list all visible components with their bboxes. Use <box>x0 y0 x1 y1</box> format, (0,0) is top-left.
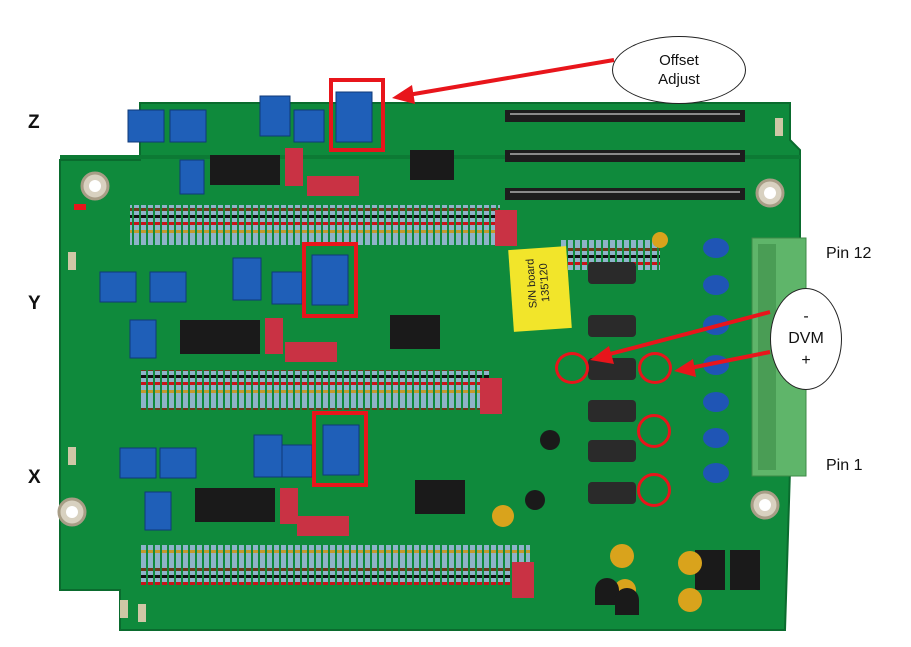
test-point-circle-2 <box>637 414 671 448</box>
resistor-rows <box>130 205 660 585</box>
dvm-plus-sign: + <box>801 352 811 369</box>
test-point-circle-3 <box>637 473 671 507</box>
dvm-plus-point-circle <box>638 352 672 384</box>
dvm-callout: - DVM + <box>770 288 842 390</box>
transistors <box>525 430 639 615</box>
red-capacitors <box>265 148 534 598</box>
ic-chips <box>180 150 760 590</box>
axis-label-z: Z <box>28 112 40 133</box>
axis-label-x: X <box>28 467 41 488</box>
offset-callout-line-1: Offset <box>659 52 699 69</box>
serial-sticker-text: S/N board 135'120 <box>524 251 554 315</box>
trimmer-pots <box>99 91 373 531</box>
axis-label-y: Y <box>28 293 41 314</box>
pin-12-label: Pin 12 <box>826 245 872 262</box>
dvm-minus-point-circle <box>555 352 589 384</box>
mounting-holes <box>57 171 785 527</box>
z-offset-trimmer-highlight <box>329 78 385 152</box>
offset-callout-line-2: Adjust <box>658 71 700 88</box>
serial-sticker <box>508 246 572 332</box>
dvm-label: DVM <box>788 330 824 347</box>
red-marker <box>74 204 86 210</box>
pin-1-label: Pin 1 <box>826 457 863 474</box>
y-offset-trimmer-highlight <box>302 242 358 318</box>
yellow-capacitors <box>492 232 702 612</box>
test-pins <box>68 118 783 622</box>
dvm-minus-sign: - <box>803 308 809 325</box>
offset-adjust-callout: Offset Adjust <box>612 36 746 104</box>
x-offset-trimmer-highlight <box>312 411 368 487</box>
pin-header-rows <box>505 110 745 200</box>
